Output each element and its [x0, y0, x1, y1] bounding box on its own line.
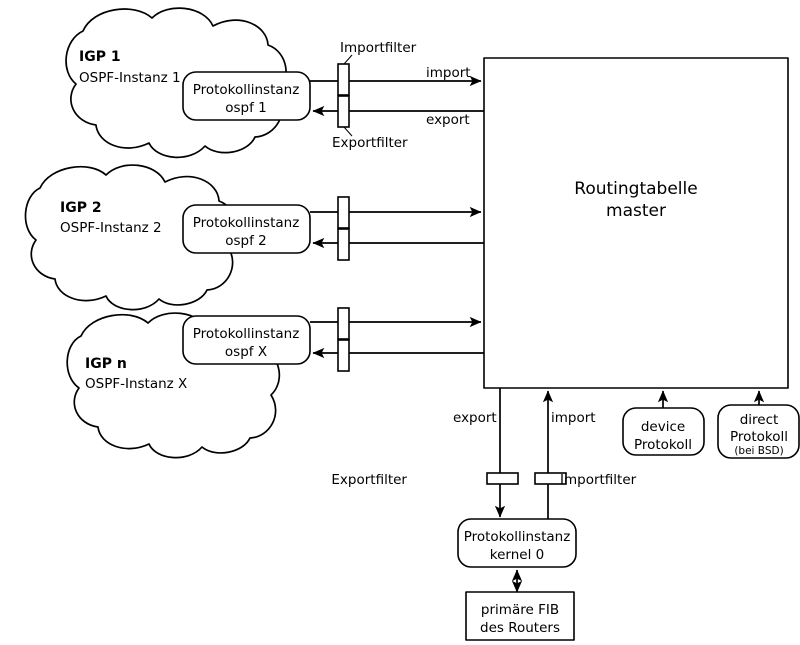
- protocol-box-kernel0: [457, 518, 577, 568]
- export-filter-kernel: [486, 472, 519, 485]
- protocol-box-ospf2-line2: ospf 2: [225, 233, 267, 249]
- importfilter-label-top: Importfilter: [340, 40, 417, 56]
- import-filter-ospf1: [337, 63, 350, 96]
- exportfilter-leader-line: [343, 126, 353, 137]
- protocol-box-ospf2: [182, 204, 311, 254]
- import-filter-kernel: [534, 472, 567, 485]
- importfilter-label-bottom: Importfilter: [560, 472, 637, 488]
- protocol-box-ospfX-line2: ospf X: [225, 344, 267, 360]
- import-flow-label-top: import: [426, 65, 471, 81]
- protocol-box-ospfX: [182, 315, 311, 365]
- cloud-shape-igp2: [24, 164, 238, 311]
- import-flow-label-bottom: import: [551, 410, 596, 426]
- cloud-title-igpn: IGP n: [85, 356, 127, 372]
- device-protocol-line2: Protokoll: [634, 437, 692, 453]
- protocol-box-ospf1-line2: ospf 1: [225, 100, 267, 116]
- protocol-box-ospf1: [182, 71, 311, 121]
- protocol-box-ospf1-line1: Protokollinstanz: [193, 82, 300, 98]
- cloud-subtitle-igpn: OSPF-Instanz X: [85, 376, 187, 392]
- device-protocol-line1: device: [641, 419, 685, 435]
- master-table-line2: master: [606, 201, 666, 221]
- export-filter-ospf1: [337, 95, 350, 128]
- fib-box: [465, 591, 575, 641]
- importfilter-leader-line: [343, 54, 353, 65]
- import-filter-ospf2: [337, 196, 350, 229]
- export-flow-label-bottom: export: [453, 410, 497, 426]
- protocol-box-kernel0-line2: kernel 0: [490, 547, 544, 563]
- cloud-igp2: IGP 2 OSPF-Instanz 2: [24, 164, 238, 311]
- protocol-box-ospf2-line1: Protokollinstanz: [193, 215, 300, 231]
- row-ospfX: Protokollinstanz ospf X: [182, 307, 484, 372]
- direct-protocol-line3: (bei BSD): [734, 445, 783, 457]
- import-filter-ospfX: [337, 307, 350, 340]
- fib-box-line2: des Routers: [480, 620, 560, 636]
- direct-protocol-line2: Protokoll: [730, 429, 788, 445]
- kernel-connections: export import Exportfilter Importfilter …: [331, 388, 637, 641]
- protocol-box-ospfX-line1: Protokollinstanz: [193, 326, 300, 342]
- cloud-title-igp1: IGP 1: [79, 49, 121, 65]
- protocol-box-kernel0-line1: Protokollinstanz: [464, 529, 571, 545]
- fib-box-line1: primäre FIB: [481, 602, 559, 618]
- export-filter-ospfX: [337, 339, 350, 372]
- row-ospf2: Protokollinstanz ospf 2: [182, 196, 484, 261]
- side-protocols: device Protokoll direct Protokoll (bei B…: [622, 390, 800, 459]
- exportfilter-label-top: Exportfilter: [332, 135, 408, 151]
- row-ospf1: Protokollinstanz ospf 1 Importfilter Exp…: [182, 40, 484, 151]
- direct-protocol-line1: direct: [740, 412, 779, 428]
- routing-table-master: Routingtabelle master: [483, 57, 789, 389]
- export-filter-ospf2: [337, 228, 350, 261]
- cloud-subtitle-igp2: OSPF-Instanz 2: [60, 220, 162, 236]
- direct-protocol-box: [717, 404, 800, 459]
- export-flow-label-top: export: [426, 112, 470, 128]
- cloud-subtitle-igp1: OSPF-Instanz 1: [79, 70, 181, 86]
- master-table-line1: Routingtabelle: [574, 179, 697, 199]
- device-protocol-box: [622, 407, 705, 456]
- cloud-title-igp2: IGP 2: [60, 200, 102, 216]
- exportfilter-label-bottom: Exportfilter: [331, 472, 407, 488]
- master-table-box: [483, 57, 789, 389]
